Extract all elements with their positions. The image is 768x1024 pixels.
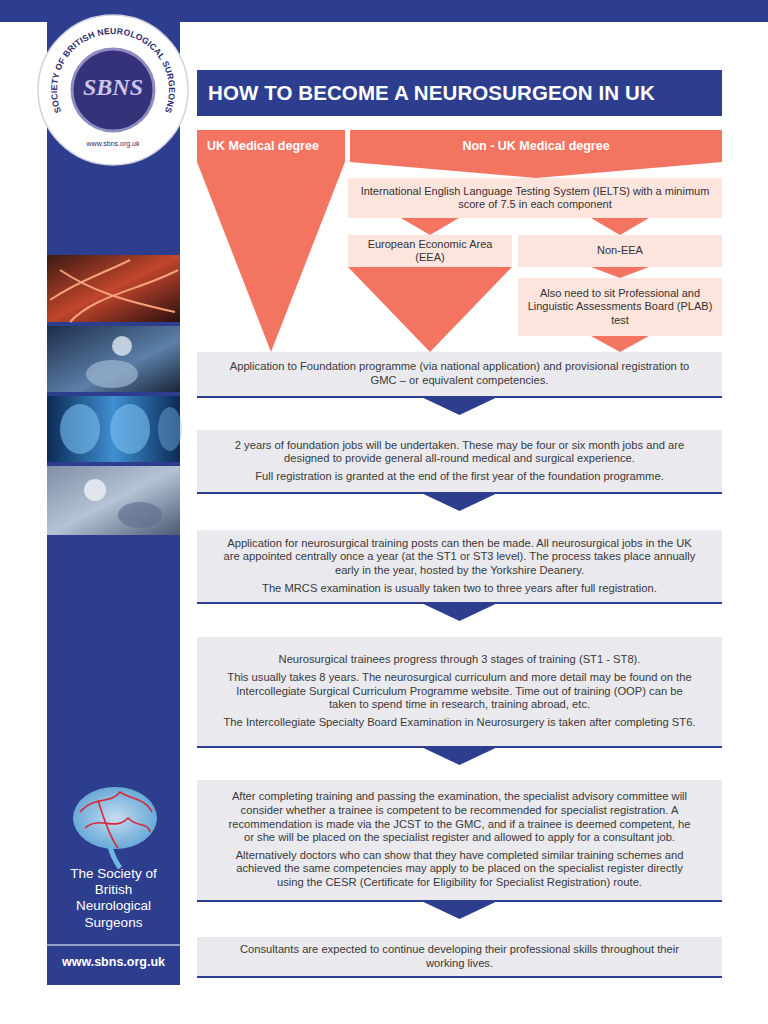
brain-image — [73, 787, 157, 849]
step-box: 2 years of foundation jobs will be under… — [197, 430, 722, 494]
step-box: Neurosurgical trainees progress through … — [197, 637, 722, 748]
down-arrow — [591, 267, 649, 278]
side-separator — [47, 945, 180, 946]
box-text: Non-EEA — [526, 244, 714, 257]
society-name: The Society of British Neurological Surg… — [57, 866, 170, 931]
requirement-box: Also need to sit Professional and Lingui… — [518, 278, 722, 336]
step-box: Application to Foundation programme (via… — [197, 352, 722, 398]
chevron-arrow — [424, 398, 496, 430]
photo-neuron — [47, 255, 180, 322]
box-text: European Economic Area (EEA) — [356, 238, 504, 265]
region-box: Non-EEA — [518, 235, 722, 267]
step-box: After completing training and passing th… — [197, 780, 722, 902]
box-text: Also need to sit Professional and Lingui… — [526, 287, 714, 327]
box-text: Application for neurosurgical training p… — [223, 537, 696, 578]
logo-disc — [38, 15, 188, 165]
chevron-arrow — [424, 604, 496, 637]
chevron-arrow — [424, 748, 496, 780]
step-box: Application for neurosurgical training p… — [197, 530, 722, 604]
box-text: Application to Foundation programme (via… — [223, 360, 696, 387]
box-text: Full registration is granted at the end … — [223, 470, 696, 484]
box-text: International English Language Testing S… — [356, 185, 714, 212]
brain-vessels — [80, 792, 152, 848]
photo-detail — [84, 479, 106, 501]
box-text: The Intercollegiate Specialty Board Exam… — [223, 716, 696, 730]
funnel-arrow — [197, 162, 345, 352]
box-text: The MRCS examination is usually taken tw… — [223, 582, 696, 596]
box-text: 2 years of foundation jobs will be under… — [223, 439, 696, 466]
title-band — [197, 70, 722, 116]
logo-ring-path-text: SOCIETY OF BRITISH NEUROLOGICAL SURGEONS — [49, 26, 177, 115]
down-arrow — [591, 218, 649, 235]
step-box: Consultants are expected to continue dev… — [197, 937, 722, 978]
photo-detail — [112, 336, 132, 356]
funnel-arrow — [350, 162, 722, 178]
logo-ring: SOCIETY OF BRITISH NEUROLOGICAL SURGEONS — [49, 26, 177, 115]
photo-theatre — [47, 466, 180, 535]
chevron-arrow — [424, 902, 496, 937]
funnel-arrow — [348, 267, 512, 352]
box-text: After completing training and passing th… — [223, 790, 696, 845]
website-url: www.sbns.org.uk — [47, 955, 180, 969]
page-title: HOW TO BECOME A NEUROSURGEON IN UK — [197, 70, 722, 116]
box-text: Non - UK Medical degree — [350, 139, 722, 153]
region-box: European Economic Area (EEA) — [348, 235, 512, 267]
down-arrow — [591, 336, 649, 352]
brain-stem — [110, 846, 120, 868]
down-arrow — [401, 218, 459, 235]
photo-detail — [60, 404, 100, 454]
chevron-arrow — [424, 494, 496, 530]
photo-surgery — [47, 326, 180, 392]
box-text: Consultants are expected to continue dev… — [223, 943, 696, 970]
box-text: UK Medical degree — [207, 139, 345, 153]
photo-detail — [158, 407, 182, 451]
side-band — [47, 22, 180, 985]
degree-header: Non - UK Medical degree — [350, 130, 722, 162]
box-text: This usually takes 8 years. The neurosur… — [223, 671, 696, 712]
photo-detail — [110, 404, 150, 454]
requirement-box: International English Language Testing S… — [348, 178, 722, 218]
logo-url: www.sbns.org.uk — [73, 140, 153, 148]
degree-header: UK Medical degree — [197, 130, 345, 162]
logo-monogram: SBNS — [63, 74, 163, 102]
box-text: Alternatively doctors who can show that … — [223, 849, 696, 890]
photo-detail — [86, 360, 138, 388]
photo-detail — [118, 502, 162, 528]
photo-detail — [50, 260, 178, 322]
box-text: Neurosurgical trainees progress through … — [223, 653, 696, 667]
logo-ring-text: SOCIETY OF BRITISH NEUROLOGICAL SURGEONS — [49, 26, 177, 115]
